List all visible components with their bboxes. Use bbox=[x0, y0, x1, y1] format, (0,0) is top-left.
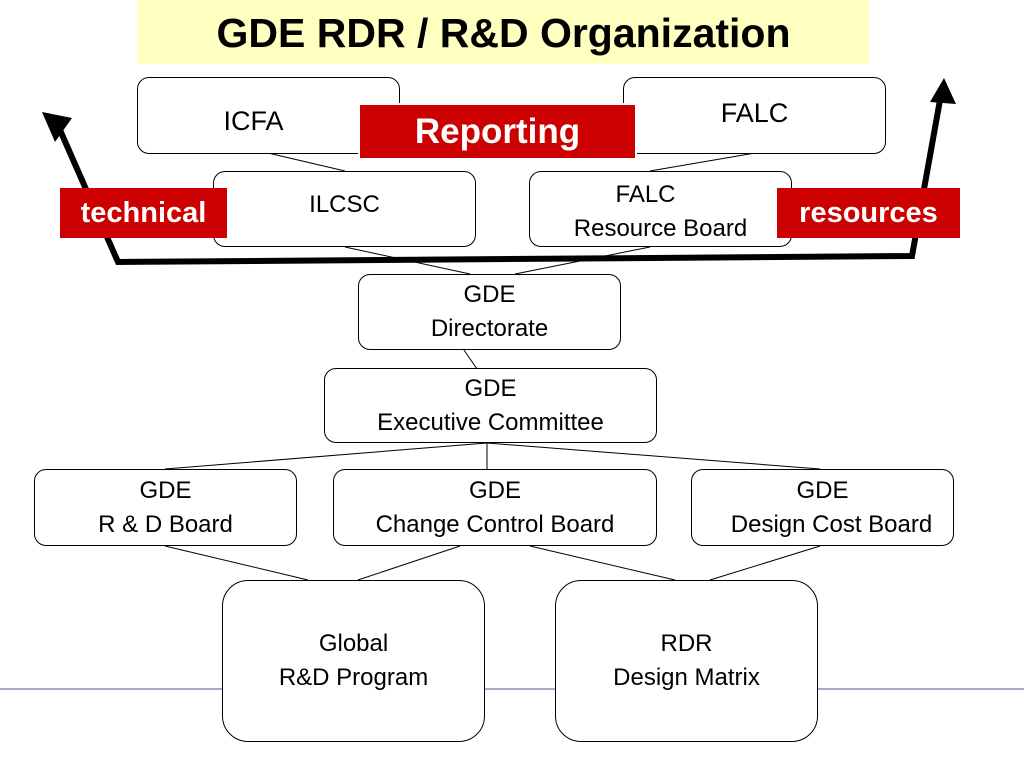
connector-dcb-rdr bbox=[709, 545, 821, 581]
global-rd-program-box: Global R&D Program bbox=[222, 580, 485, 742]
connector-ccb-rdr bbox=[529, 545, 676, 581]
rd-board-line1: GDE bbox=[139, 476, 192, 504]
rdr-line2: Design Matrix bbox=[613, 664, 760, 691]
resources-label: resources bbox=[777, 188, 960, 238]
dcb-line2: Design Cost Board bbox=[730, 510, 933, 538]
connector-ccb-global bbox=[357, 545, 461, 581]
reporting-label: Reporting bbox=[358, 103, 637, 160]
footer-divider-line bbox=[0, 688, 1024, 690]
technical-label: technical bbox=[60, 188, 227, 238]
rd-board-line2: R & D Board bbox=[98, 510, 233, 538]
icfa-label: ICFA bbox=[223, 105, 284, 136]
title-band bbox=[138, 0, 869, 64]
ccb-line2: Change Control Board bbox=[375, 510, 615, 538]
global-line1: Global bbox=[318, 630, 389, 657]
falc-label: FALC bbox=[720, 98, 789, 128]
falc-box: FALC bbox=[623, 77, 886, 154]
rdr-line1: RDR bbox=[660, 630, 713, 657]
connector-exec-dcb bbox=[486, 442, 821, 470]
gde-change-control-board-box: GDE Change Control Board bbox=[333, 469, 657, 546]
global-line2: R&D Program bbox=[278, 664, 429, 691]
rdr-design-matrix-box: RDR Design Matrix bbox=[555, 580, 818, 742]
ilcsc-label: ILCSC bbox=[309, 191, 380, 218]
falc-rb-line2: Resource Board bbox=[573, 215, 748, 242]
falc-resource-board-box: FALC Resource Board bbox=[529, 171, 792, 247]
gde-design-cost-board-box: GDE Design Cost Board bbox=[691, 469, 954, 546]
exec-line2: Executive Committee bbox=[377, 408, 604, 436]
gde-executive-committee-box: GDE Executive Committee bbox=[324, 368, 657, 443]
gde-rd-board-box: GDE R & D Board bbox=[34, 469, 297, 546]
connector-falc-falc-rb bbox=[649, 152, 756, 172]
arrow-head-left-icon bbox=[42, 112, 72, 142]
icfa-box: ICFA bbox=[137, 77, 400, 154]
arrow-head-right-icon bbox=[930, 78, 956, 104]
directorate-line2: Directorate bbox=[430, 315, 549, 342]
directorate-line1: GDE bbox=[463, 281, 516, 308]
falc-rb-line1: FALC bbox=[615, 181, 676, 208]
page-title: GDE RDR / R&D Organization bbox=[216, 10, 791, 56]
connector-icfa-ilcsc bbox=[267, 152, 346, 172]
connector-rd-board-global bbox=[164, 545, 309, 581]
exec-line1: GDE bbox=[464, 374, 517, 402]
connector-exec-rd-board bbox=[164, 442, 488, 470]
gde-directorate-box: GDE Directorate bbox=[358, 274, 621, 350]
ilcsc-box: ILCSC bbox=[213, 171, 476, 247]
connector-directorate-exec bbox=[463, 349, 478, 370]
ccb-line1: GDE bbox=[468, 476, 521, 504]
dcb-line1: GDE bbox=[796, 476, 849, 504]
